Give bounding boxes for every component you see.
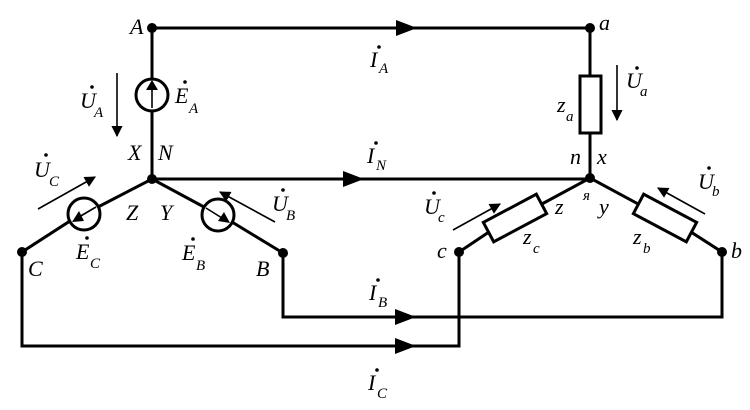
- svg-text:z: z: [556, 92, 566, 117]
- svg-text:a: a: [640, 84, 648, 100]
- svg-text:A: A: [378, 61, 389, 77]
- svg-text:N: N: [375, 158, 387, 174]
- phase-b-gen-wire: [149, 176, 286, 256]
- label-node-ya: я: [582, 188, 590, 204]
- current-arrow-in: [343, 171, 364, 187]
- svg-text:A: A: [93, 105, 104, 121]
- label-node-X: X: [127, 140, 143, 165]
- label-current-ia: I A: [369, 45, 389, 77]
- voltage-arrow-ub: [219, 191, 276, 223]
- label-node-n: n: [570, 144, 581, 169]
- label-node-z: z: [554, 194, 564, 219]
- label-voltage-ua-load: U a: [626, 66, 648, 100]
- current-arrow-ic: [395, 338, 416, 354]
- svg-text:c: c: [533, 241, 540, 257]
- label-node-N: N: [157, 140, 174, 165]
- svg-text:I: I: [368, 280, 378, 305]
- svg-text:I: I: [367, 370, 377, 395]
- node-N: [147, 174, 157, 184]
- svg-text:C: C: [377, 386, 388, 402]
- svg-text:I: I: [366, 143, 376, 168]
- svg-text:A: A: [188, 101, 199, 117]
- label-current-ib: I B: [368, 278, 387, 311]
- svg-text:a: a: [566, 109, 574, 125]
- node-n: [585, 173, 595, 183]
- label-current-ic: I C: [367, 368, 388, 402]
- label-voltage-uc: U C: [34, 153, 60, 190]
- label-source-eb: E B: [181, 237, 205, 274]
- node-C: [17, 247, 27, 257]
- node-a: [585, 23, 595, 33]
- svg-text:b: b: [643, 241, 651, 257]
- label-node-Y: Y: [160, 200, 175, 225]
- svg-text:B: B: [196, 258, 205, 274]
- svg-text:E: E: [181, 240, 196, 265]
- svg-text:U: U: [698, 169, 716, 194]
- node-B: [278, 248, 288, 258]
- svg-text:U: U: [80, 88, 98, 113]
- label-node-a: a: [599, 10, 610, 35]
- phase-b-load-wire: [587, 175, 725, 255]
- svg-text:E: E: [75, 239, 90, 264]
- svg-text:c: c: [438, 210, 445, 226]
- label-node-Z: Z: [126, 200, 139, 225]
- svg-text:U: U: [34, 157, 52, 182]
- line-c-wire: [20, 250, 461, 348]
- node-b: [717, 247, 727, 257]
- svg-text:C: C: [49, 174, 60, 190]
- phase-c-gen-wire: [19, 176, 155, 255]
- impedance-za: [578, 74, 603, 135]
- label-impedance-zb: z b: [632, 224, 651, 257]
- source-ea: [134, 77, 170, 113]
- node-A: [147, 23, 157, 33]
- voltage-arrow-uc: [37, 176, 96, 210]
- label-node-C: C: [28, 256, 43, 281]
- node-c: [454, 247, 464, 257]
- voltage-arrow-ub-load: [657, 187, 706, 215]
- label-voltage-ua: U A: [80, 85, 104, 121]
- line-b-wire: [281, 250, 724, 319]
- svg-text:B: B: [286, 208, 295, 224]
- svg-text:I: I: [369, 47, 379, 72]
- label-source-ec: E C: [75, 236, 101, 272]
- label-impedance-za: z a: [556, 92, 574, 125]
- label-current-in: I N: [366, 141, 387, 174]
- label-voltage-ub-load: U b: [698, 166, 720, 200]
- impedance-zc: [481, 192, 549, 244]
- svg-text:U: U: [272, 191, 290, 216]
- current-arrow-ia: [396, 20, 417, 36]
- label-impedance-zc: z c: [522, 224, 540, 257]
- svg-text:z: z: [522, 224, 532, 249]
- svg-text:b: b: [712, 184, 720, 200]
- svg-text:E: E: [174, 83, 189, 108]
- source-ec: [66, 196, 102, 232]
- phase-c-load-wire: [456, 175, 593, 255]
- label-voltage-uc-load: U c: [424, 191, 445, 226]
- svg-text:z: z: [632, 224, 642, 249]
- voltage-arrow-uc-load: [452, 203, 501, 231]
- label-node-b: b: [731, 238, 742, 263]
- label-node-c: c: [437, 238, 447, 263]
- label-node-A: A: [128, 14, 144, 39]
- label-node-B: B: [256, 256, 269, 281]
- source-eb: [200, 197, 236, 233]
- label-voltage-ub: U B: [272, 188, 295, 224]
- svg-text:B: B: [378, 295, 387, 311]
- svg-text:U: U: [626, 68, 644, 93]
- current-arrow-ib: [395, 309, 416, 325]
- svg-text:C: C: [90, 256, 101, 272]
- svg-text:U: U: [424, 194, 442, 219]
- label-node-x: x: [596, 144, 607, 169]
- impedance-zb: [631, 192, 699, 244]
- label-node-y: y: [597, 194, 609, 219]
- label-source-ea: E A: [174, 80, 199, 117]
